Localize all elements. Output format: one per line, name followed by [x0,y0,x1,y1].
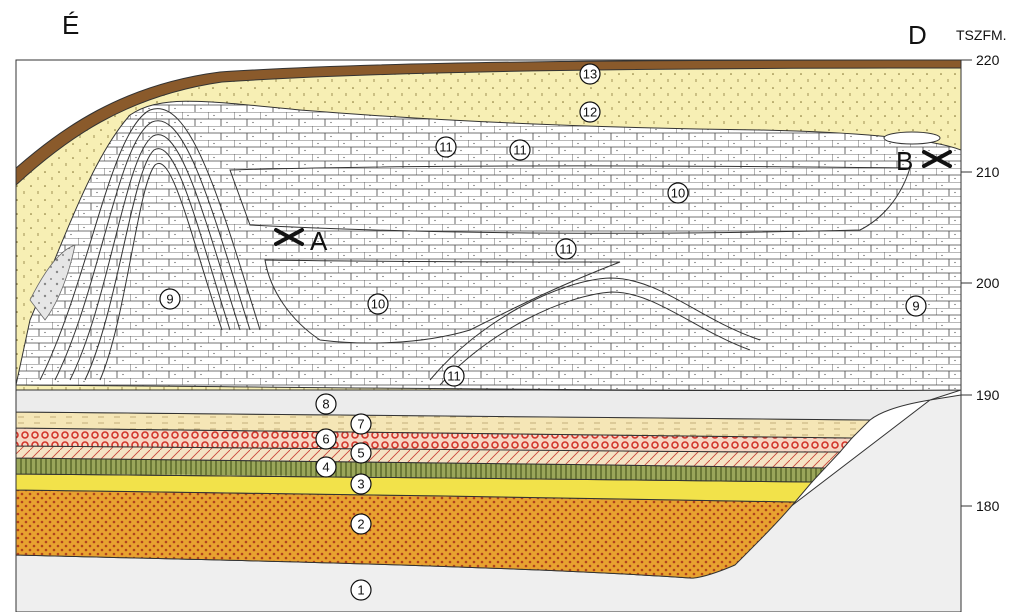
layer-number-11: 11 [555,238,577,260]
axis-tick-200: 200 [976,275,1000,291]
layer-number-text: 9 [166,292,173,307]
layer-number-text: 3 [357,477,364,492]
layer-number-text: 8 [322,397,329,412]
layer-number-6: 6 [315,428,337,450]
layer-number-text: 11 [439,140,453,155]
layer-number-2: 2 [350,513,372,535]
site-b-label: B [896,146,913,176]
elevation-axis: TSZFM. 220 210 200 190 180 [956,27,1007,612]
layer-number-text: 2 [357,517,364,532]
layer-number-9: 9 [159,288,181,310]
layer-number-text: 11 [513,143,527,158]
site-a-marker: A [274,226,328,256]
corner-right-label: D [908,20,927,50]
layer-number-text: 9 [912,299,919,314]
site-b-marker: B [896,146,952,176]
layer-number-text: 11 [447,369,461,384]
axis-tick-180: 180 [976,498,1000,514]
layer-number-text: 5 [357,446,364,461]
layer-number-10: 10 [367,293,389,315]
axis-tick-220: 220 [976,52,1000,68]
layer-3-yellow [16,473,814,503]
layer-number-text: 11 [559,242,573,257]
layer-number-text: 12 [583,105,597,120]
layer-number-12: 12 [579,101,601,123]
layer-number-text: 6 [322,432,329,447]
layer-number-11: 11 [435,136,457,158]
corner-left-label: É [62,10,79,40]
layer-number-4: 4 [315,456,337,478]
layer-number-13: 13 [579,63,601,85]
layer-number-8: 8 [315,393,337,415]
anticline-folds [39,108,761,386]
layer-number-text: 4 [322,460,329,475]
axis-unit: TSZFM. [956,27,1007,43]
layer-number-text: 7 [357,417,364,432]
layer-number-3: 3 [350,473,372,495]
axis-tick-210: 210 [976,164,1000,180]
layer-11-limestone [16,100,961,392]
gravel-patch [29,244,76,321]
layer-10-upper [229,165,911,234]
layer-number-9: 9 [905,295,927,317]
lens-b [883,131,941,145]
layer-number-text: 13 [583,67,597,82]
layer-number-1: 1 [350,579,372,601]
axis-tick-190: 190 [976,387,1000,403]
layer-number-text: 10 [371,297,385,312]
layer-number-5: 5 [350,442,372,464]
layer-number-11: 11 [443,365,465,387]
layer-10-lower [264,259,621,344]
site-a-label: A [310,226,328,256]
layer-number-text: 1 [357,583,364,598]
layer-number-text: 10 [671,186,685,201]
layer-number-10: 10 [667,182,689,204]
layer-13-topsoil [16,60,961,186]
layer-number-11: 11 [509,139,531,161]
layer-number-7: 7 [350,413,372,435]
